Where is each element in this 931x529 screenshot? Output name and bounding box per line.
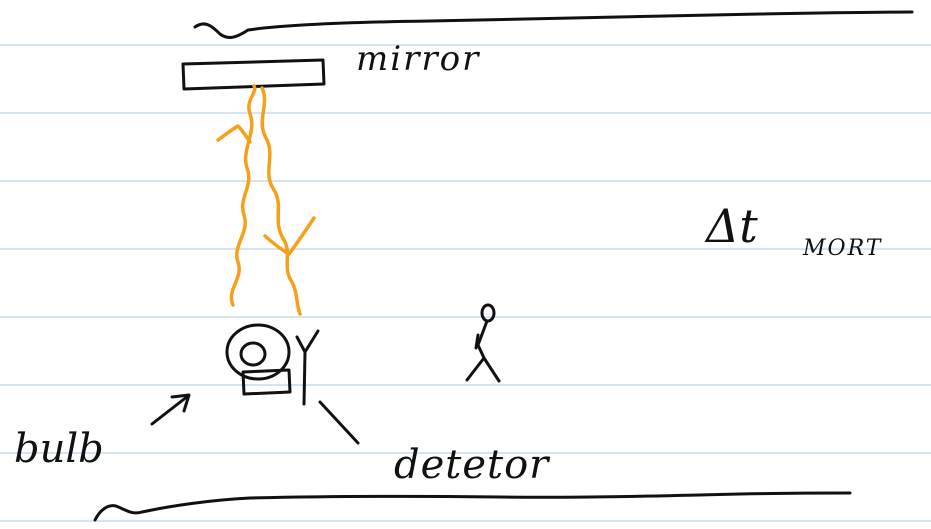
light-ray-arrowhead — [216, 124, 252, 144]
bulb-pointer-arrow — [150, 393, 191, 426]
light-ray-down — [260, 86, 302, 316]
detector-pointer-line — [318, 400, 360, 445]
ruled-lines — [0, 44, 931, 522]
light-rays — [216, 84, 316, 316]
detector-label: detetor — [394, 442, 551, 488]
bottom-wall-line — [93, 491, 852, 522]
bulb-label: bulb — [14, 426, 104, 472]
delta-t-subscript-label: MORT — [802, 236, 883, 261]
light-ray-up — [229, 84, 257, 307]
top-wall-line — [193, 10, 914, 39]
detector-icon — [295, 329, 320, 406]
stick-figure-icon — [465, 303, 501, 383]
mirror-shape — [181, 58, 326, 91]
light-bulb-icon — [225, 323, 292, 396]
delta-t-label: Δt — [704, 199, 758, 253]
light-ray-down-arrowhead — [263, 216, 316, 256]
mirror-label: mirror — [356, 39, 480, 79]
